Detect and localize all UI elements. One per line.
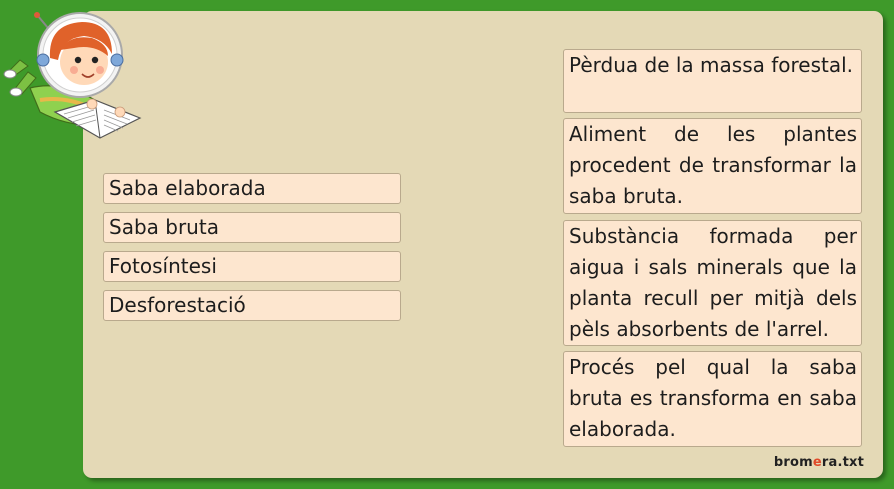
astronaut-reader-icon	[3, 12, 142, 139]
term-card-saba-elaborada[interactable]: Saba elaborada	[103, 173, 401, 204]
definition-card-2[interactable]: Aliment de les plantes procedent de tran…	[563, 118, 862, 214]
brand-text-1: brom	[773, 455, 813, 470]
definition-card-3[interactable]: Substància formada per aigua i sals mine…	[563, 220, 862, 346]
term-card-fotosintesi[interactable]: Fotosíntesi	[103, 251, 401, 282]
definition-card-1[interactable]: Pèrdua de la massa forestal.	[563, 49, 862, 113]
term-card-saba-bruta[interactable]: Saba bruta	[103, 212, 401, 243]
brand-text-2: ra.txt	[821, 455, 864, 470]
brand-accent: e	[812, 455, 822, 470]
bromera-logo: bromera.txt	[774, 455, 864, 470]
term-card-desforestacio[interactable]: Desforestació	[103, 290, 401, 321]
definition-card-4[interactable]: Procés pel qual la saba bruta es transfo…	[563, 351, 862, 447]
